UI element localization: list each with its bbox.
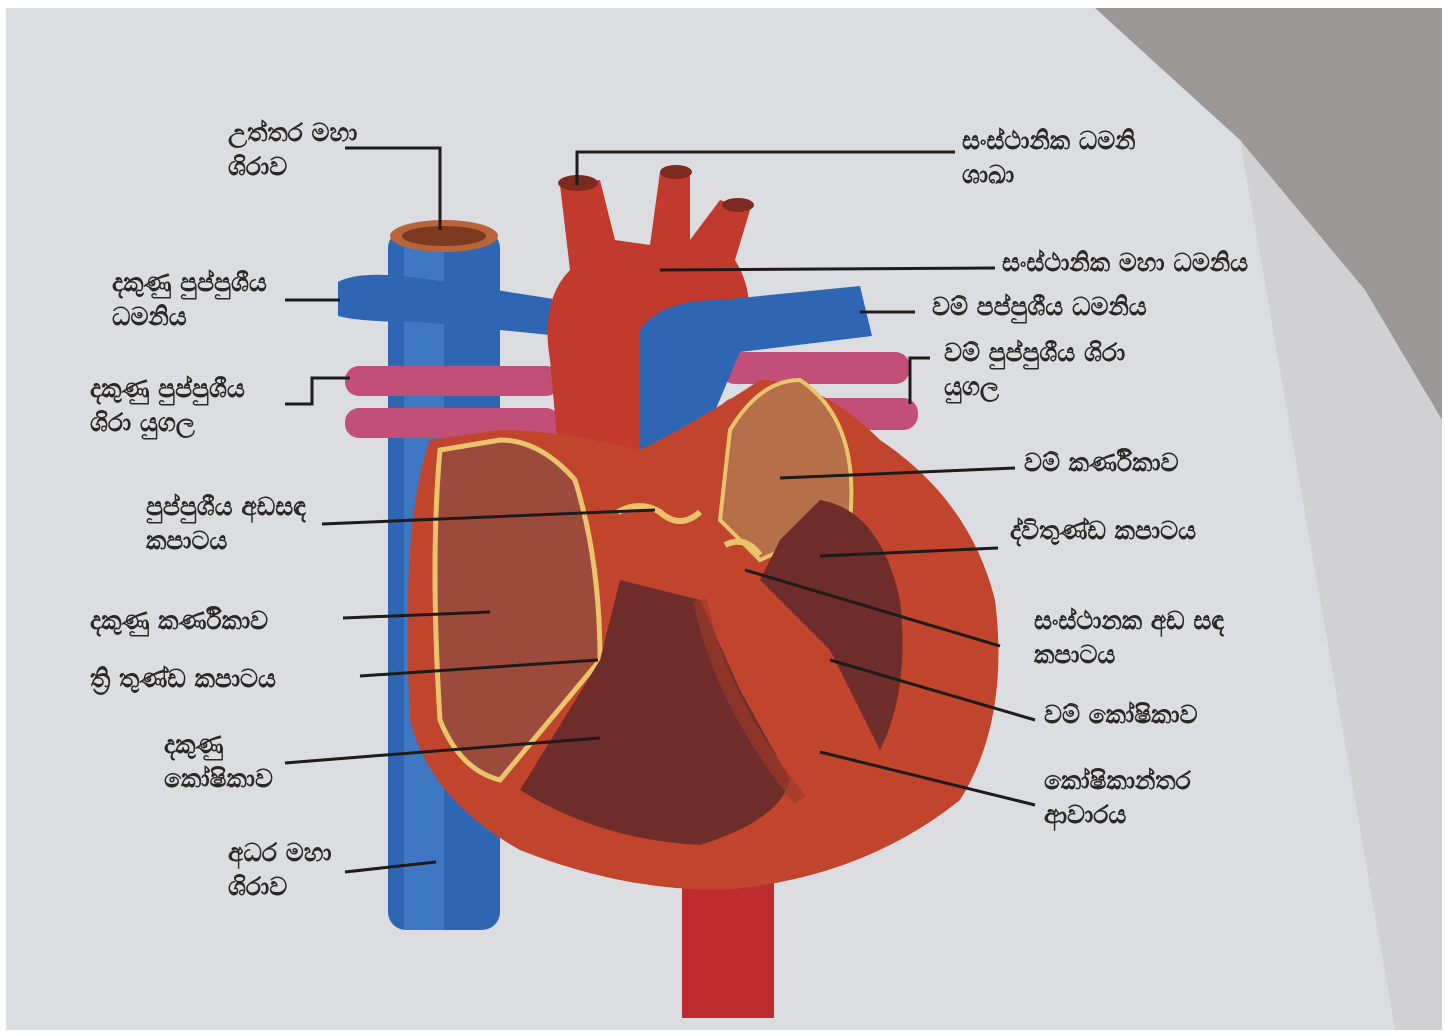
leader-left-ventricle (830, 660, 1035, 720)
label-left-pulmonary-veins: වම් පුප්පුශීය ශිරා යුගල (944, 336, 1125, 404)
label-pulmonary-semilunar-valve: පුප්පුශීය අඩසඳ කපාටය (146, 490, 306, 558)
label-bicuspid-valve: ද්විතුණ්ඩ කපාටය (1010, 514, 1196, 548)
label-right-atrium: දකුණු කර්ණිකාව (90, 604, 268, 638)
label-interventricular-septum: කෝෂිකාන්තර ආවාරය (1044, 764, 1191, 832)
label-superior-vena-cava: උත්තර මහා ශිරාව (228, 116, 357, 184)
leader-right-ventricle (285, 738, 600, 763)
leader-septum (820, 752, 1035, 805)
leader-left-pulmonary-veins (910, 358, 930, 404)
leader-right-pulmonary-veins (285, 378, 350, 404)
label-right-pulmonary-veins: දකුණු පුප්පුශීය ශිරා යුගල (90, 372, 245, 440)
leader-systemic-branches (577, 152, 955, 185)
leader-bicuspid-valve (820, 548, 998, 556)
leader-aortic-valve (745, 570, 1000, 646)
leader-pulmonary-valve (322, 510, 655, 524)
leader-superior-vena-cava (345, 148, 440, 230)
leader-inferior-vena-cava (345, 862, 436, 872)
label-aorta: සංස්ථානික මහා ධමනිය (1002, 246, 1248, 280)
label-inferior-vena-cava: අධර මහා ශිරාව (228, 836, 332, 904)
label-right-ventricle: දකුණු කෝෂිකාව (164, 728, 273, 796)
label-aortic-semilunar-valve: සංස්ථානක අඩ සඳ කපාටය (1034, 604, 1224, 672)
leader-tricuspid-valve (360, 660, 598, 676)
label-left-atrium: වම් කර්ණිකාව (1024, 446, 1179, 480)
label-tricuspid-valve: ත්‍රි තුණ්ඩ කපාටය (90, 662, 276, 696)
leader-aorta (660, 268, 995, 270)
label-left-ventricle: වම් කෝෂිකාව (1044, 698, 1198, 732)
leader-left-atrium (780, 468, 1015, 478)
leader-right-atrium (343, 612, 490, 618)
label-left-pulmonary-artery: වම් පප්පුශීය ධමනිය (932, 290, 1147, 324)
label-systemic-artery-branches: සංස්ථානික ධමනි ශාඛා (962, 124, 1136, 192)
label-right-pulmonary-artery: දකුණු පුප්පුශීය ධමනිය (112, 266, 267, 334)
